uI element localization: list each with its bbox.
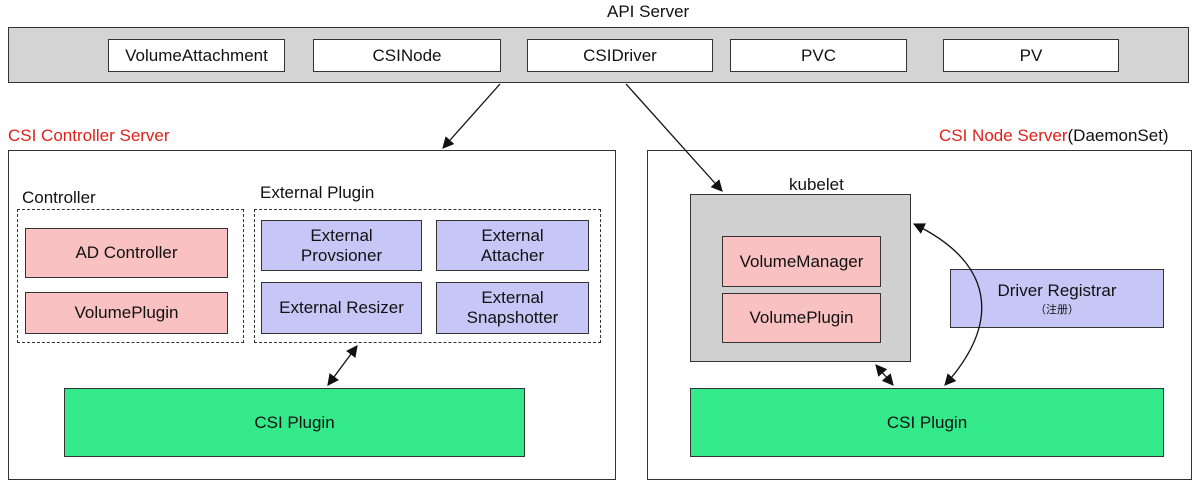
arrow-external-plugin-csi-plugin [327, 345, 358, 386]
api-item-csidriver: CSIDriver [527, 39, 713, 72]
driver-registrar-label: Driver Registrar [997, 280, 1117, 300]
controller-csi-plugin-box: CSI Plugin [64, 388, 525, 457]
api-item-pv: PV [943, 39, 1119, 72]
node-csi-plugin-box: CSI Plugin [690, 388, 1164, 457]
external-plugin-group [254, 209, 601, 343]
node-volumeplugin-box: VolumePlugin [722, 293, 881, 343]
external-provisioner-line1: External [310, 225, 373, 245]
arrow-api-to-controller [442, 83, 501, 149]
kubelet-label: kubelet [789, 175, 844, 194]
external-provisioner-box: External Provsioner [261, 220, 422, 271]
ad-controller-box: AD Controller [25, 228, 228, 278]
arrow-registrar-curve [912, 223, 983, 386]
api-item-csinode: CSINode [313, 39, 501, 72]
external-snapshotter-box: External Snapshotter [436, 282, 589, 334]
external-plugin-group-label: External Plugin [260, 183, 375, 202]
external-attacher-line2: Attacher [480, 245, 545, 265]
external-provisioner-line2: Provsioner [300, 245, 383, 265]
external-snapshotter-line1: External [481, 288, 544, 307]
external-attacher-box: External Attacher [436, 220, 589, 271]
arrow-kubelet-node-csi-plugin [875, 364, 894, 386]
driver-registrar-box: Driver Registrar （注册） [950, 269, 1164, 328]
external-resizer-box: External Resizer [261, 282, 422, 334]
node-server-title-suffix: (DaemonSet) [1067, 126, 1169, 145]
api-item-pvc: PVC [730, 39, 907, 72]
driver-registrar-note: （注册） [1035, 303, 1079, 316]
controller-group-label: Controller [22, 188, 96, 207]
api-item-volumeattachment: VolumeAttachment [108, 39, 285, 72]
api-server-title: API Server [607, 2, 690, 21]
volumemanager-box: VolumeManager [722, 236, 881, 287]
controller-group [17, 209, 244, 343]
controller-volumeplugin-box: VolumePlugin [25, 292, 228, 334]
arrow-api-to-kubelet [625, 83, 723, 192]
controller-server-title: CSI Controller Server [8, 126, 170, 145]
external-attacher-line1: External [481, 225, 544, 245]
node-server-title-main: CSI Node Server [939, 126, 1068, 145]
node-server-title: CSI Node Server(DaemonSet) [939, 126, 1169, 146]
external-snapshotter-line2: Snapshotter [466, 308, 559, 327]
